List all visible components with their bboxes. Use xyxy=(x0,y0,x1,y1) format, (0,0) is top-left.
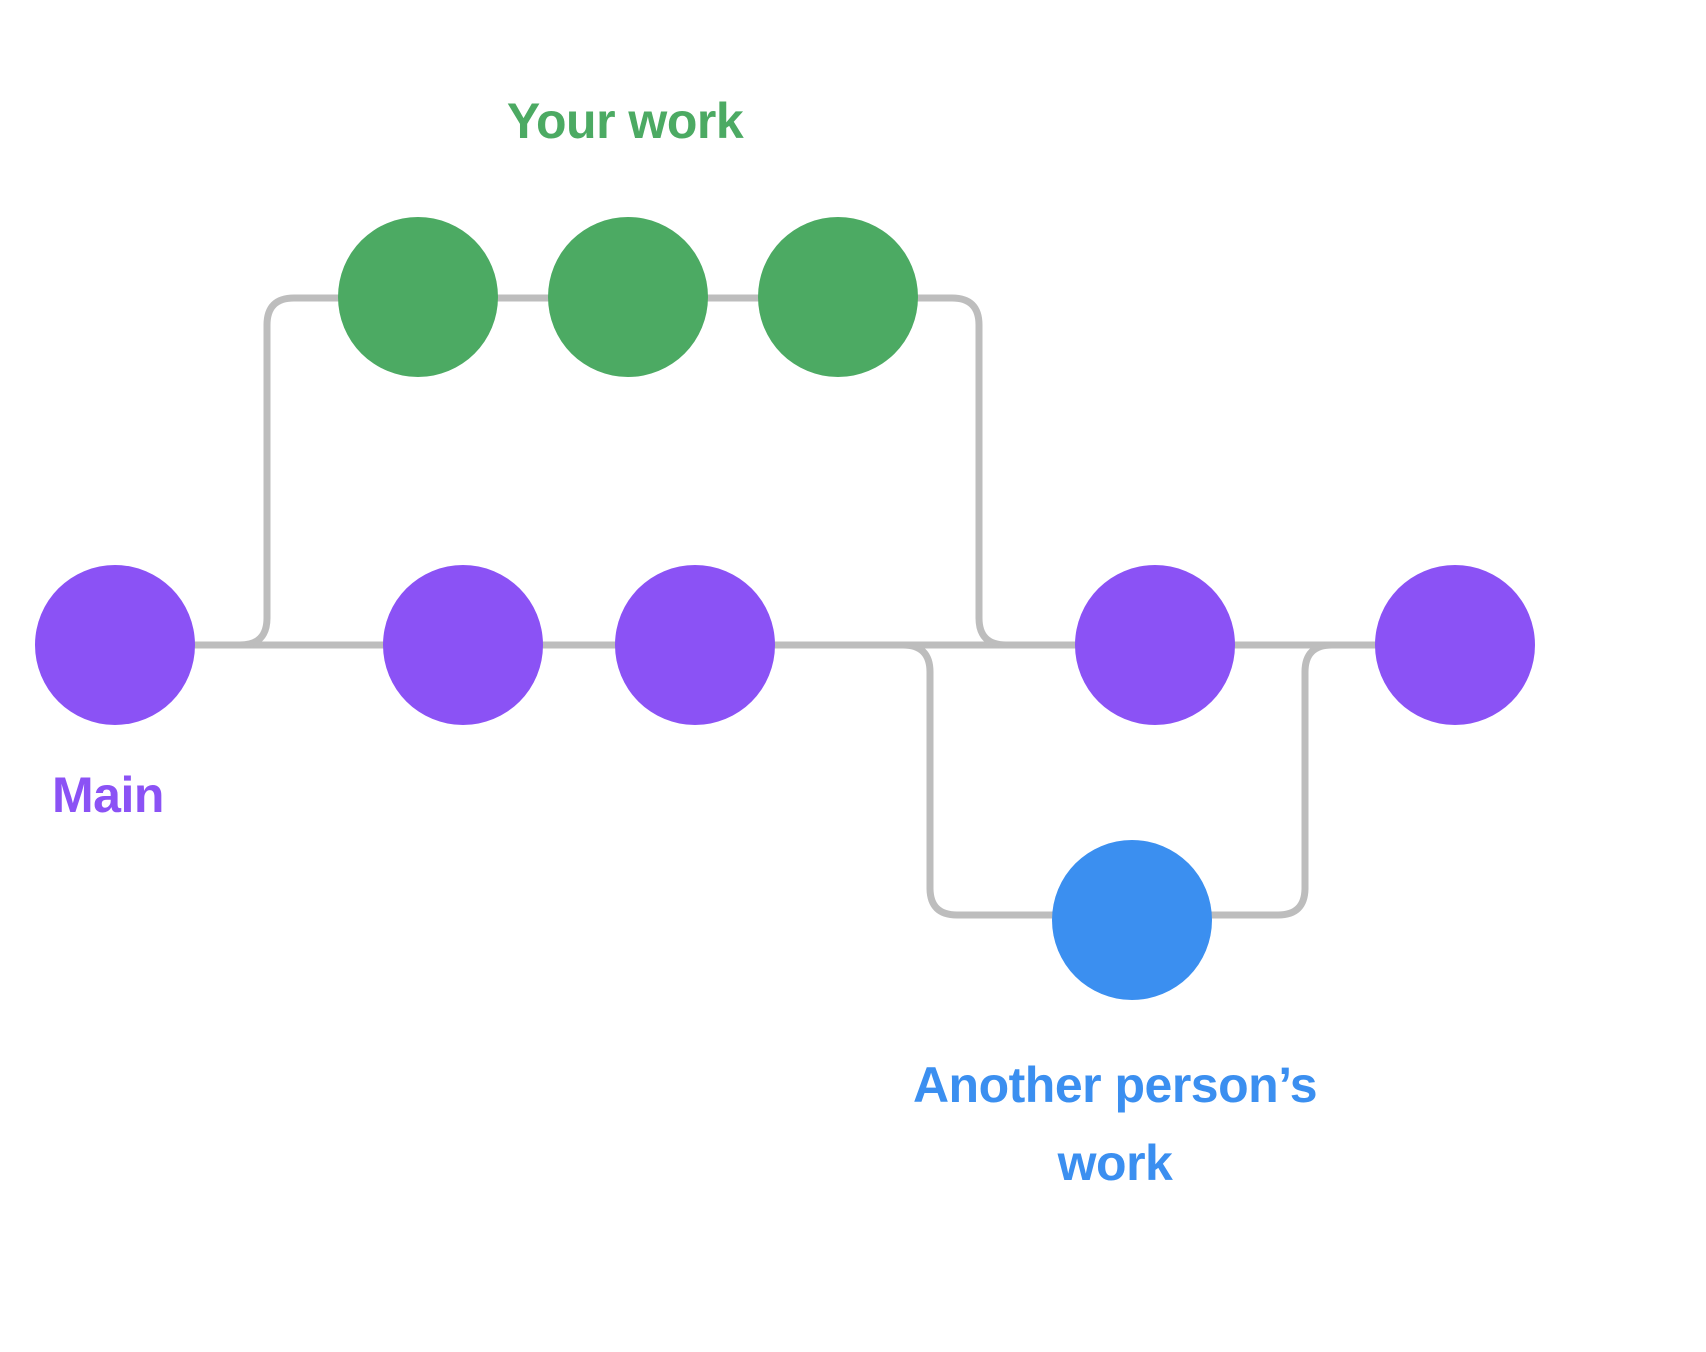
commit-node-main-2[interactable] xyxy=(383,565,543,725)
branch-label-your-work: Your work xyxy=(506,93,744,149)
connector-merge-your-work-to-main xyxy=(914,294,1084,649)
commit-node-main-3[interactable] xyxy=(615,565,775,725)
commit-node-your-work-2[interactable] xyxy=(548,217,708,377)
branch-nodes xyxy=(35,217,1535,1000)
connector-branch-up-to-your-work xyxy=(209,294,342,649)
connector-merge-another-person-to-main xyxy=(1206,641,1384,919)
commit-node-main-1[interactable] xyxy=(35,565,195,725)
connector-branch-down-to-another-person xyxy=(786,641,1059,919)
commit-node-another-person-1[interactable] xyxy=(1052,840,1212,1000)
commit-node-main-4[interactable] xyxy=(1075,565,1235,725)
commit-node-your-work-3[interactable] xyxy=(758,217,918,377)
commit-node-your-work-1[interactable] xyxy=(338,217,498,377)
branch-label-another-person-line2: work xyxy=(1057,1135,1173,1191)
branch-label-main: Main xyxy=(52,767,164,823)
commit-node-main-5[interactable] xyxy=(1375,565,1535,725)
branch-label-another-person-line1: Another person’s xyxy=(912,1057,1318,1113)
branch-label-another-person-work: Another person’s work xyxy=(760,1046,1470,1202)
connector-lines xyxy=(191,294,1384,919)
